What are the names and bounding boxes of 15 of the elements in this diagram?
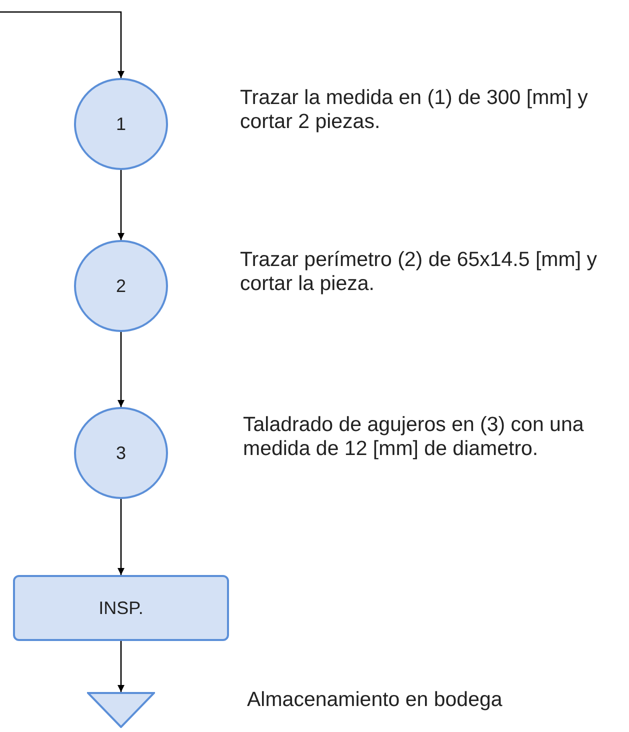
- arrow: [118, 170, 124, 240]
- arrow: [118, 641, 124, 692]
- inspection-box: [13, 575, 229, 641]
- step-description: Trazar la medida en (1) de 300 [mm] y cortar 2 piezas.: [240, 86, 589, 134]
- storage-triangle: [87, 692, 155, 728]
- node-label: 2: [116, 276, 126, 296]
- node-label: 1: [116, 114, 126, 134]
- step-description: Taladrado de agujeros en (3) con una medida de 12 [mm] de diametro.: [243, 413, 585, 461]
- arrow: [118, 332, 124, 407]
- arrow: [0, 11, 124, 78]
- arrow: [118, 499, 124, 575]
- step-description: Trazar perímetro (2) de 65x14.5 [mm] y cortar la pieza.: [240, 248, 598, 296]
- step-description: Almacenamiento en bodega: [247, 688, 504, 712]
- node-label: 3: [116, 442, 126, 464]
- node-label: INSP.: [98, 598, 144, 618]
